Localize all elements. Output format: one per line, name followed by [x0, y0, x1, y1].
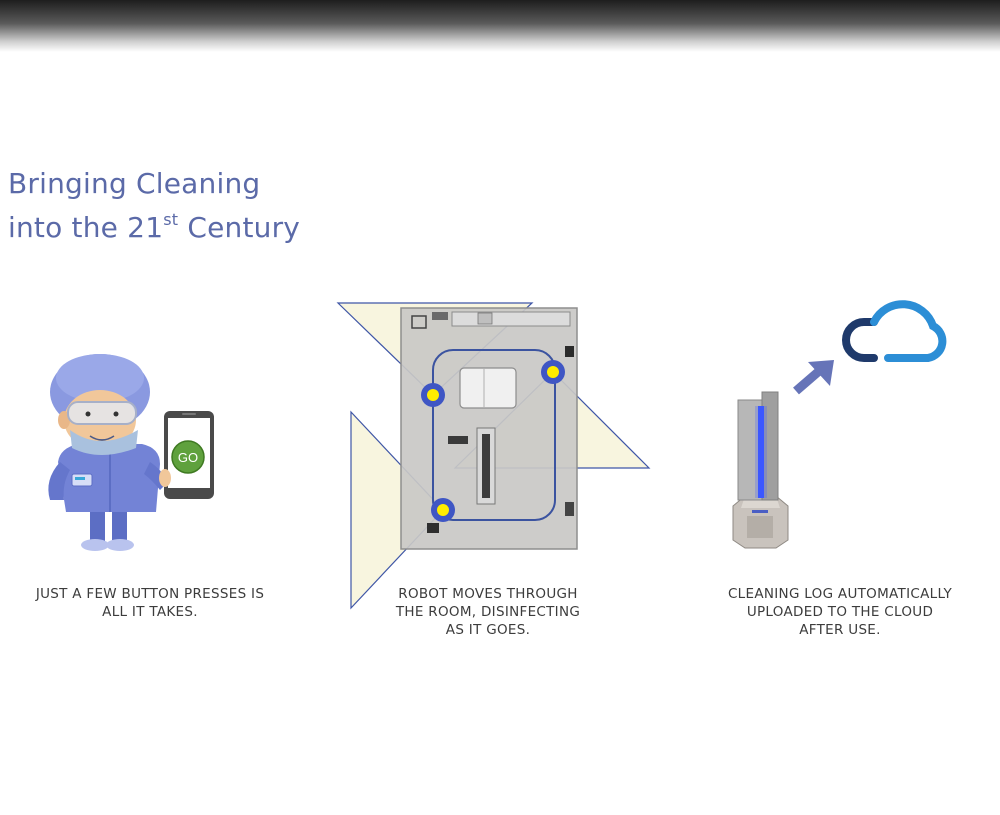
step-3-line-2: UPLOADED TO THE CLOUD	[746, 604, 934, 620]
waypoint-marker	[431, 498, 455, 522]
nurse-right-shoe	[106, 539, 134, 551]
robot-uv-glow	[755, 406, 767, 498]
phone-speaker	[182, 413, 196, 415]
light-cone-left	[350, 410, 444, 610]
cloud-right-arc	[870, 300, 947, 362]
nurse-thumb	[159, 469, 171, 487]
title-superscript: st	[163, 210, 179, 229]
nurse-goggles	[67, 401, 137, 425]
room-counter	[451, 311, 571, 327]
room-chair	[427, 523, 439, 533]
cloud-icon	[842, 300, 947, 362]
waypoint-dot	[427, 389, 439, 401]
step-1-line-2: ALL IT TAKES.	[102, 604, 198, 620]
robot-topdown-core	[482, 434, 490, 498]
step-2-line-2: THE ROOM, DISINFECTING	[395, 604, 581, 620]
upload-arrow-icon	[793, 360, 834, 395]
nurse-ear	[58, 411, 70, 429]
floor-plan	[336, 302, 651, 610]
waypoint-dot	[437, 504, 449, 516]
top-shade	[0, 0, 1000, 52]
waypoint-dot	[547, 366, 559, 378]
step-1-line-1: JUST A FEW BUTTON PRESSES IS	[35, 586, 265, 602]
nurse-left-eye	[85, 411, 91, 417]
robot-base-panel	[747, 516, 773, 538]
step-3-caption: CLEANING LOG AUTOMATICALLY UPLOADED TO T…	[690, 585, 990, 639]
room-cabinet	[411, 315, 427, 329]
robot-base-light	[752, 510, 768, 513]
uv-robot	[732, 391, 789, 549]
step-1-caption: JUST A FEW BUTTON PRESSES IS ALL IT TAKE…	[10, 585, 290, 621]
go-button-circle[interactable]	[171, 440, 205, 474]
room-outlet-top	[565, 346, 574, 357]
nurse-smile	[89, 435, 115, 441]
arrow-shaft	[793, 368, 821, 395]
title-line-1: Bringing Cleaning	[8, 167, 261, 200]
nurse-right-eye	[113, 411, 119, 417]
step-2-line-3: AS IT GOES.	[445, 622, 531, 638]
cloud-left-arc	[842, 318, 878, 362]
room-outlet-bottom	[565, 502, 574, 516]
room-bed	[459, 367, 517, 409]
room-floor	[400, 307, 578, 550]
nurse-character	[48, 354, 168, 551]
step-2-caption: ROBOT MOVES THROUGH THE ROOM, DISINFECTI…	[358, 585, 618, 639]
nurse-mask	[70, 430, 138, 455]
robot-uv-light	[758, 406, 764, 498]
nurse-left-leg	[90, 510, 105, 542]
nurse-left-shoe	[81, 539, 109, 551]
page-title: Bringing Cleaning into the 21st Century	[8, 166, 300, 246]
title-line-2-suffix: Century	[178, 211, 301, 244]
waypoint-marker	[421, 383, 445, 407]
room-sink	[477, 312, 493, 325]
arrow-head	[808, 360, 834, 386]
nurse-right-leg	[112, 510, 127, 542]
nurse-left-arm	[48, 462, 70, 500]
room-device	[432, 312, 448, 320]
robot-path	[432, 349, 556, 521]
step-3-line-3: AFTER USE.	[799, 622, 881, 638]
step-3-line-1: CLEANING LOG AUTOMATICALLY	[727, 586, 953, 602]
nurse-badge-stripe	[75, 477, 85, 480]
go-button[interactable]: GO	[171, 440, 205, 474]
nurse-cap-highlight	[56, 354, 144, 402]
step-2-line-1: ROBOT MOVES THROUGH	[398, 586, 578, 602]
waypoint-marker	[541, 360, 565, 384]
room-cart	[448, 436, 468, 444]
title-line-2-prefix: into the 21	[8, 211, 164, 244]
go-button-label[interactable]: GO	[178, 450, 198, 465]
